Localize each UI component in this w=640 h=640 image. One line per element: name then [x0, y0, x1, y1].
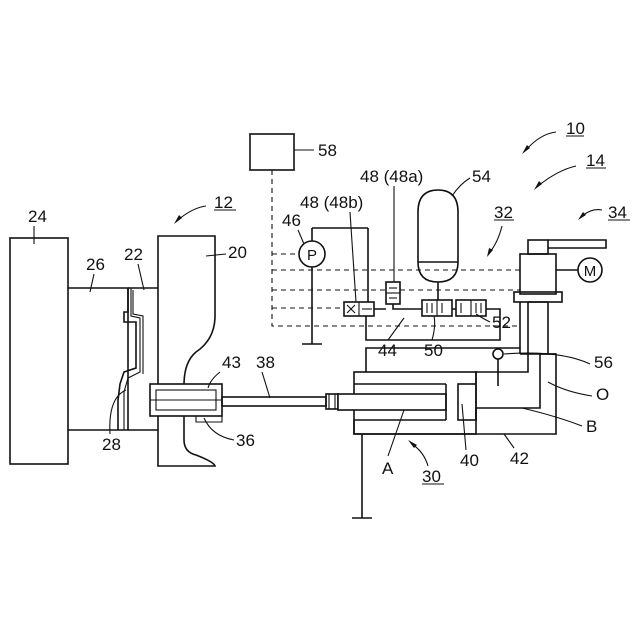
label-10: 10: [566, 119, 585, 138]
motor-M-label: M: [584, 263, 597, 280]
label-26-leader: [90, 274, 94, 292]
mold-cavity-edge: [133, 290, 143, 374]
label-B-leader: [522, 408, 582, 426]
rod-coupling: [326, 394, 338, 409]
label-42: 42: [510, 449, 529, 468]
label-48b-leader: [350, 212, 356, 302]
label-A-leader: [388, 410, 404, 456]
pump-P-label: P: [307, 247, 317, 264]
motor-bracket: [548, 240, 606, 248]
label-36-leader: [204, 418, 234, 440]
label-32-arrow: [490, 226, 502, 252]
label-20-leader: [206, 254, 226, 256]
label-48a: 48 (48a): [360, 167, 423, 186]
label-28: 28: [102, 435, 121, 454]
label-40: 40: [460, 451, 479, 470]
label-34-arrowhead: [578, 212, 586, 220]
label-O: O: [596, 385, 609, 404]
cylinder-rod-section: [338, 394, 446, 410]
label-50-leader: [432, 316, 435, 340]
label-52: 52: [492, 313, 511, 332]
label-26: 26: [86, 255, 105, 274]
label-38: 38: [256, 353, 275, 372]
label-30: 30: [422, 467, 441, 486]
label-24: 24: [28, 207, 47, 226]
label-32: 32: [494, 203, 513, 222]
label-54-leader: [452, 178, 470, 196]
label-44: 44: [378, 341, 397, 360]
label-A: A: [382, 459, 394, 478]
label-34: 34: [608, 203, 627, 222]
ejector-plate-36: [196, 416, 222, 422]
label-B: B: [586, 417, 597, 436]
label-44-leader: [388, 318, 404, 340]
controller-58: [250, 134, 294, 170]
fixed-platen-24: [10, 238, 68, 464]
label-46-leader: [298, 230, 304, 244]
motor-housing: [520, 254, 556, 294]
label-O-leader: [548, 382, 592, 396]
mold-half-26: [68, 288, 128, 430]
label-42-leader: [504, 434, 514, 448]
label-40-leader: [462, 404, 466, 450]
label-14: 14: [586, 151, 605, 170]
label-43: 43: [222, 353, 241, 372]
sensor-56: [493, 349, 503, 359]
label-38-leader: [262, 372, 270, 398]
accumulator-54: [418, 190, 458, 282]
label-14-arrowhead: [534, 181, 542, 190]
label-22: 22: [124, 245, 143, 264]
motor-cap: [528, 240, 548, 254]
mold-cavity-inner: [124, 288, 140, 430]
moving-platen-20: [158, 236, 215, 466]
label-48b: 48 (48b): [300, 193, 363, 212]
label-12-arrowhead: [174, 215, 182, 224]
label-14-arrow: [538, 166, 576, 186]
piston-40: [458, 384, 476, 420]
label-22-leader: [138, 264, 144, 290]
label-56: 56: [594, 353, 613, 372]
label-36: 36: [236, 431, 255, 450]
label-50: 50: [424, 341, 443, 360]
rod-38: [222, 397, 326, 406]
label-46: 46: [282, 211, 301, 230]
label-12: 12: [214, 193, 233, 212]
label-12-arrow: [178, 206, 206, 220]
label-20: 20: [228, 243, 247, 262]
label-58: 58: [318, 141, 337, 160]
label-54: 54: [472, 167, 491, 186]
label-10-arrow: [526, 132, 556, 150]
